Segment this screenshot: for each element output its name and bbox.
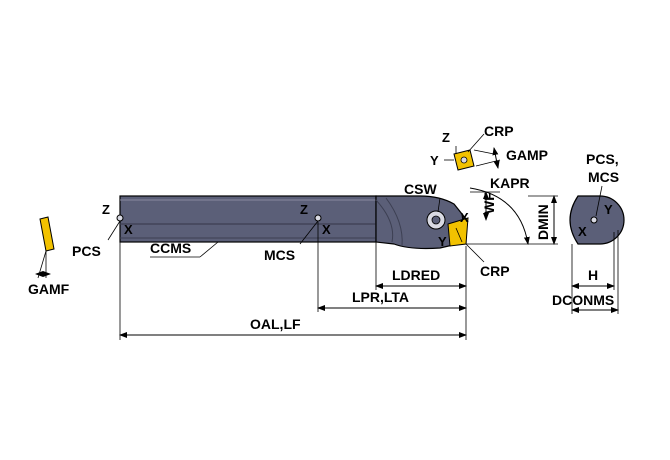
mcs-label: MCS bbox=[264, 247, 295, 263]
kapr-label: KAPR bbox=[490, 175, 530, 191]
pcs-x-axis: X bbox=[124, 222, 133, 237]
dmin-label: DMIN bbox=[535, 204, 551, 240]
gamp-label: GAMP bbox=[506, 147, 548, 163]
csw-label: CSW bbox=[404, 181, 437, 197]
pcs-label: PCS bbox=[72, 243, 101, 259]
gamf-label: GAMF bbox=[28, 281, 70, 297]
dconms-label: DCONMS bbox=[552, 292, 614, 308]
mcs-z-axis: Z bbox=[300, 202, 308, 217]
pcs-point bbox=[116, 214, 124, 222]
tip-y-axis: Y bbox=[438, 234, 447, 249]
pcs-mcs-label-line1: PCS, bbox=[586, 151, 619, 167]
crp-bottom-label: CRP bbox=[480, 263, 510, 279]
end-x-axis: X bbox=[578, 224, 587, 239]
wf-label: WF bbox=[481, 192, 497, 214]
insert-y-axis: Y bbox=[430, 153, 439, 168]
oal-lf-label: OAL,LF bbox=[250, 316, 301, 332]
end-view-center-point bbox=[590, 216, 598, 224]
shank bbox=[119, 195, 377, 243]
insert-z-axis: Z bbox=[442, 130, 450, 145]
pcs-mcs-label-line2: MCS bbox=[588, 169, 619, 185]
tip-x-axis: X bbox=[460, 210, 469, 225]
pcs-z-axis: Z bbox=[102, 202, 110, 217]
h-label: H bbox=[588, 267, 598, 283]
crp-top-label: CRP bbox=[484, 123, 514, 139]
mcs-x-axis: X bbox=[322, 222, 331, 237]
ldred-label: LDRED bbox=[392, 267, 440, 283]
gamf-insert-shape bbox=[39, 216, 55, 252]
insert-detail-view: Z Y CRP GAMP KAPR bbox=[430, 123, 548, 191]
mcs-point bbox=[314, 214, 322, 222]
end-y-axis: Y bbox=[604, 202, 613, 217]
lpr-lta-label: LPR,LTA bbox=[352, 289, 409, 305]
end-view: Y X PCS, MCS H DCONMS bbox=[552, 151, 625, 314]
ccms-label: CCMS bbox=[150, 240, 191, 256]
gamf-insert-view: GAMF bbox=[28, 216, 70, 297]
